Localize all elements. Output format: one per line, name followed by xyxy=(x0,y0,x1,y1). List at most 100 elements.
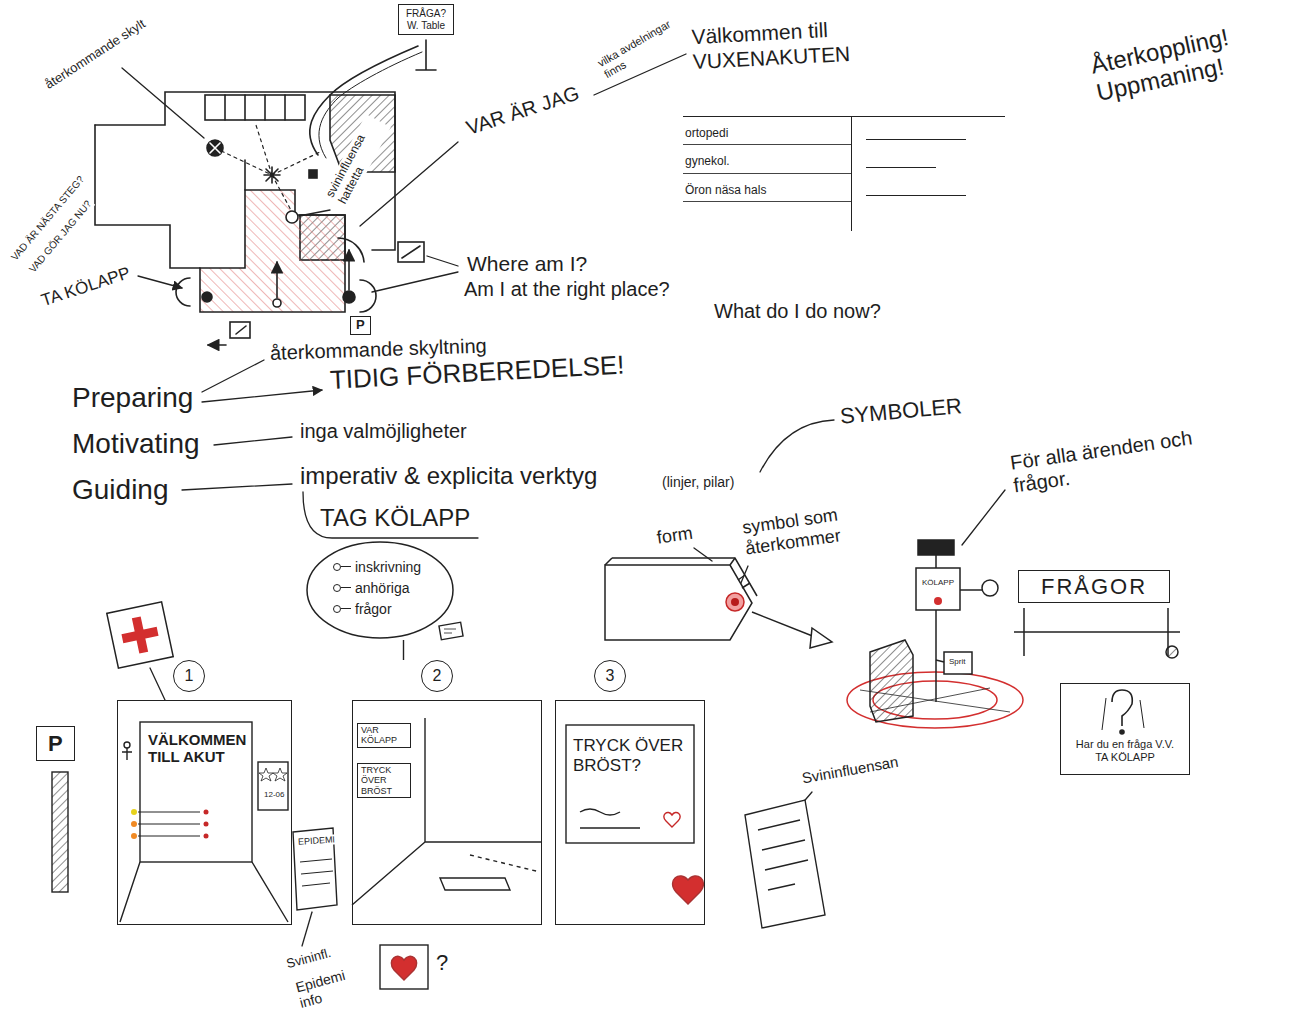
annotation-text: Where am I? xyxy=(465,252,589,276)
question-figure xyxy=(1120,730,1124,734)
parking-sign: P xyxy=(350,316,371,335)
leader-line xyxy=(122,54,1005,946)
question-figure xyxy=(1102,698,1144,730)
entrance-sketch xyxy=(204,834,209,839)
leader-line xyxy=(302,912,312,946)
notice-board: Har du en fråga V.V. TA KÖLAPP xyxy=(1060,683,1190,775)
cpr-sign-sketch xyxy=(566,725,694,843)
bullet-row: frågor xyxy=(333,598,421,619)
entrance-sketch xyxy=(300,859,333,886)
tag-sketch xyxy=(810,628,832,648)
leader-line xyxy=(372,272,458,292)
heart-icon xyxy=(380,945,428,989)
entrance-sketch xyxy=(204,822,209,827)
annotation-text: 12-06 xyxy=(262,790,286,799)
sign-board: FRÅGOR xyxy=(1018,570,1170,603)
tag-sketch xyxy=(731,598,739,606)
queue-ticket-machine xyxy=(870,640,913,722)
entrance-sketch xyxy=(131,833,137,839)
leader-line xyxy=(427,256,458,266)
leader-line xyxy=(299,210,330,216)
red-cross-sign xyxy=(107,602,173,668)
tag-sketch xyxy=(605,558,832,648)
room-sketch xyxy=(444,629,456,633)
floor-plan xyxy=(244,160,246,190)
entrance-sketch xyxy=(124,742,130,748)
floor-plan xyxy=(286,211,298,223)
floor-plan xyxy=(207,140,223,156)
floor-plan xyxy=(343,291,355,303)
annotation-text: inga valmöjligheter xyxy=(298,420,469,443)
panel-frame: VAR KÖLAPPTRYCK ÖVER BRÖST xyxy=(352,700,542,925)
table-cell: ortopedi xyxy=(683,117,851,145)
annotation-text: What do I do now? xyxy=(712,300,883,323)
queue-ticket-machine xyxy=(936,660,944,662)
entrance-sketch xyxy=(258,762,288,810)
annotation-text: Am I at the right place? xyxy=(462,278,672,301)
table-line xyxy=(866,139,966,140)
callout-number: 2 xyxy=(421,660,453,692)
tag-sketch xyxy=(726,593,744,611)
floor-plan xyxy=(398,242,424,262)
leader-line xyxy=(303,492,478,538)
info-table: Välkommen till VUXENAKUTENortopedigyneko… xyxy=(612,18,1007,233)
annotation-text: ? xyxy=(434,950,450,975)
heart-icon xyxy=(391,956,416,980)
bullet-text: anhöriga xyxy=(355,580,410,596)
table-column xyxy=(851,117,1005,231)
bullet-line xyxy=(341,566,351,567)
annotation-text: TAG KÖLAPP xyxy=(318,504,472,532)
annotation-text: VAR ÄR JAG xyxy=(461,81,584,140)
bullet-text: frågor xyxy=(355,601,392,617)
table-column: ortopedigynekol.Öron näsa hals xyxy=(683,117,851,231)
floor-plan xyxy=(200,190,345,312)
bullet-list: inskrivning anhöriga frågor xyxy=(333,556,421,619)
leader-line xyxy=(202,360,264,392)
room-sketch xyxy=(470,855,540,872)
heart-icon xyxy=(380,945,428,989)
panel-frame: VÄLKOMMEN TILL AKUT xyxy=(117,700,292,925)
panel-text: VÄLKOMMEN TILL AKUT xyxy=(148,731,248,766)
tag-sketch xyxy=(752,612,815,637)
bullet-text: inskrivning xyxy=(355,559,421,575)
connector-line xyxy=(403,640,404,660)
entrance-sketch xyxy=(120,722,337,922)
queue-ticket-machine xyxy=(960,589,982,591)
bullet-dot xyxy=(333,605,341,613)
leader-line xyxy=(214,437,292,445)
queue-ticket-machine xyxy=(982,580,998,596)
heading-text: Välkommen till VUXENAKUTEN xyxy=(691,12,928,75)
entrance-sketch xyxy=(138,812,200,836)
entrance-sketch xyxy=(259,768,273,781)
bullet-dot xyxy=(333,584,341,592)
floor-plan xyxy=(202,292,212,302)
leader-line xyxy=(182,484,292,490)
storyboard-panel: 3TRYCK ÖVER BRÖST? xyxy=(555,660,705,925)
annotation-text: Motivating xyxy=(70,428,202,460)
bullet-row: inskrivning xyxy=(333,556,421,577)
floor-plan xyxy=(210,143,220,153)
parking-pole xyxy=(52,772,68,892)
leader-line xyxy=(202,390,322,402)
panel-frame: TRYCK ÖVER BRÖST? xyxy=(555,700,705,925)
floor-plan xyxy=(176,278,190,306)
sign-text: Har du en fråga V.V. TA KÖLAPP xyxy=(1069,738,1181,763)
sign-text: FRÅGA? W. Table xyxy=(403,8,449,31)
room-sketch xyxy=(352,718,542,905)
bullet-dot xyxy=(333,563,341,571)
table-line xyxy=(866,195,966,196)
floor-plan xyxy=(95,40,436,345)
parking-sign: P xyxy=(36,726,75,761)
tag-label: TRYCK ÖVER BRÖST xyxy=(357,763,411,798)
tag-sketch xyxy=(738,575,750,588)
red-cross-sign xyxy=(107,602,173,668)
sign-board: FRÅGA? W. Table xyxy=(398,4,454,35)
queue-ticket-machine xyxy=(847,540,1180,728)
floor-plan xyxy=(230,322,250,338)
callout-number: 3 xyxy=(594,660,626,692)
question-figure xyxy=(1112,690,1132,726)
annotation-text: KÖLAPP xyxy=(920,578,956,587)
table-cell: gynekol. xyxy=(683,145,851,173)
annotation-text: Svininfl. xyxy=(283,945,335,972)
